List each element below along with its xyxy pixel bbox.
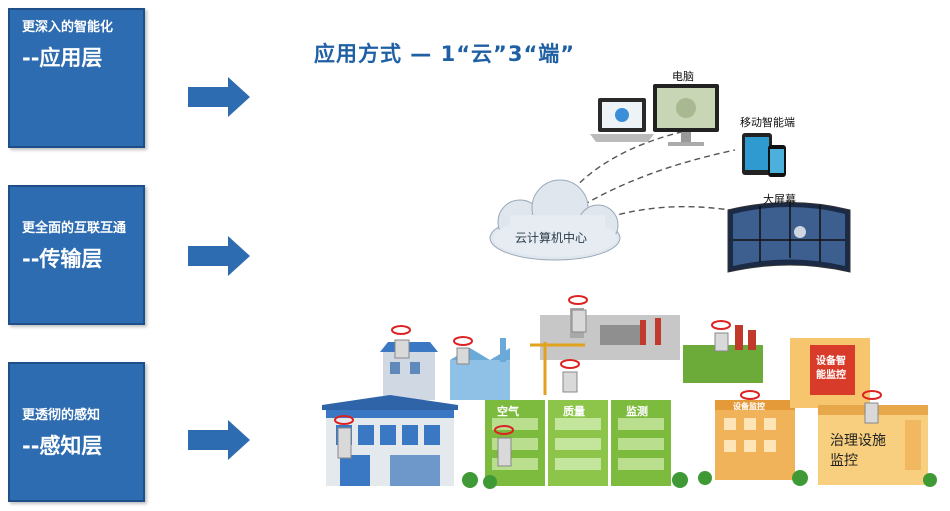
green-building-monitor	[611, 400, 671, 486]
building-label-small-sign: 设备监控	[733, 402, 765, 411]
tree-icon	[462, 470, 937, 489]
light-blue-plant	[450, 338, 510, 400]
device-label-mobile: 移动智能端	[740, 116, 795, 129]
layer-desc-application: 更深入的智能化	[22, 20, 114, 35]
layer-box-perception: 更透彻的感知 --感知层	[8, 362, 145, 502]
orange-building-tall	[790, 338, 870, 408]
layer-name-perception: --感知层	[22, 434, 103, 458]
crane-icon	[530, 342, 585, 395]
diagram-title: 应用方式 — 1“云”3“端”	[314, 42, 576, 66]
device-label-bigscreen: 大屏幕	[763, 193, 796, 206]
layer-box-transport: 更全面的互联互通 --传输层	[8, 185, 145, 325]
factory-icon	[540, 308, 680, 360]
layer-name-transport: --传输层	[22, 247, 103, 271]
arrow-right-icon	[188, 77, 250, 117]
big-screen-icon	[727, 202, 851, 273]
mobile-device-icon	[742, 133, 786, 177]
sensor-box-icon	[337, 309, 879, 467]
cloud-icon	[489, 179, 621, 261]
building-label-monitor: 监测	[626, 405, 648, 418]
layer-desc-transport: 更全面的互联互通	[22, 221, 127, 236]
monitor-icon	[653, 84, 719, 146]
arrow-right-icon	[188, 236, 250, 276]
layer-box-application: 更深入的智能化 --应用层	[8, 8, 145, 148]
cloud-label: 云计算机中心	[515, 231, 588, 245]
device-label-computer: 电脑	[672, 70, 694, 83]
building-label-air: 空气	[497, 405, 519, 418]
sensor-icon	[334, 295, 882, 435]
building-label-smart-2: 能监控	[816, 370, 846, 381]
building-label-treat-2: 监控	[830, 453, 858, 469]
laptop-icon	[590, 98, 654, 142]
building-label-quality: 质量	[563, 405, 585, 418]
green-building-quality	[548, 400, 608, 486]
layer-name-application: --应用层	[22, 46, 103, 70]
building-label-treat-1: 治理设施	[830, 433, 886, 449]
layer-desc-perception: 更透彻的感知	[22, 408, 101, 423]
arrow-right-icon	[188, 420, 250, 460]
building-label-smart-1: 设备智	[816, 356, 846, 367]
orange-building-small	[715, 400, 795, 480]
